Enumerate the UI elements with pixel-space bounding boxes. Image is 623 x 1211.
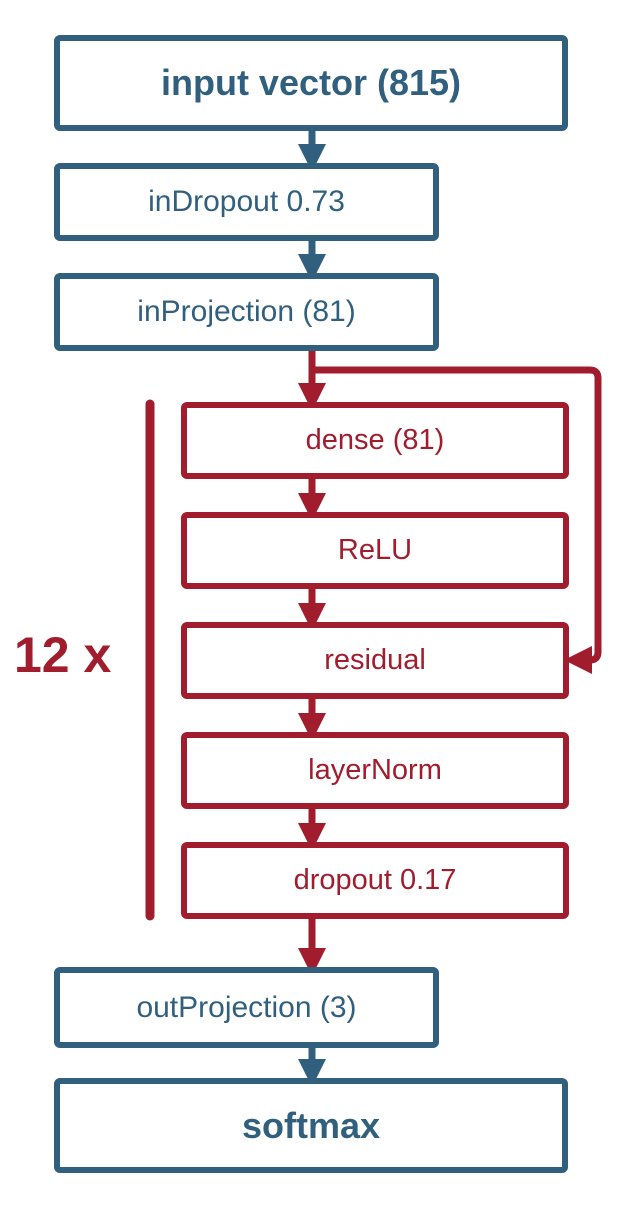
softmax-node: softmax	[54, 1078, 568, 1173]
dropout-node: dropout 0.17	[181, 842, 569, 919]
inprojection-node: inProjection (81)	[54, 273, 439, 351]
repeat-count-label: 12 x	[14, 627, 112, 683]
indropout-node: inDropout 0.73	[54, 163, 439, 241]
input-vector-node: input vector (815)	[54, 35, 568, 131]
skip-connection-arrow	[312, 366, 602, 674]
residual-node: residual	[181, 622, 569, 699]
layernorm-node: layerNorm	[181, 732, 569, 809]
relu-node: ReLU	[181, 512, 569, 589]
dense-node: dense (81)	[181, 402, 569, 479]
outprojection-node: outProjection (3)	[54, 967, 439, 1048]
